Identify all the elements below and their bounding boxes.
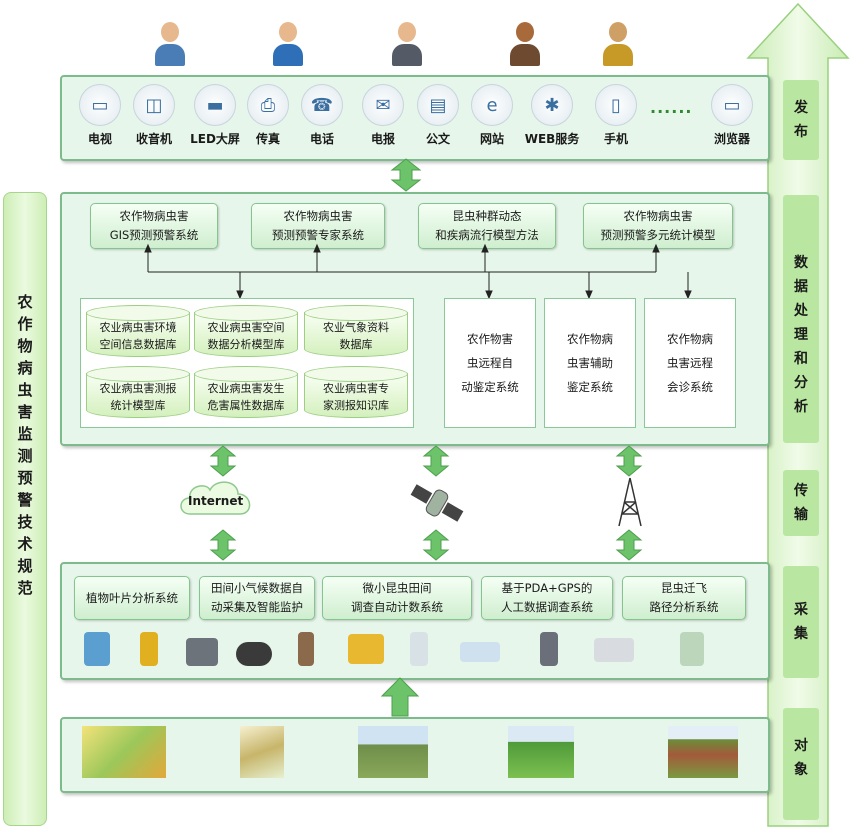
data-logger-device-icon (186, 638, 218, 666)
db-expert-knowledge: 农业病虫害专家测报知识库 (304, 366, 408, 418)
publish-panel (60, 75, 770, 161)
insect-counting-system: 微小昆虫田间调查自动计数系统 (322, 576, 472, 620)
radio-icon: ◫ (133, 84, 175, 126)
connector-lines (144, 243, 692, 299)
db-damage-attribute: 农业病虫害发生危害属性数据库 (194, 366, 298, 418)
media-phone: ☎电话 (296, 84, 348, 147)
db-meteorological: 农业气象资料数据库 (304, 305, 408, 357)
internet-label: Internet (188, 494, 244, 508)
network-icon: ✱ (531, 84, 573, 126)
transmission-arrows (209, 445, 643, 561)
weather-sensor-icon (236, 642, 272, 666)
left-banner-text: 农作物病虫害监测预警技术规范 (17, 293, 33, 597)
multivariate-statistical-model: 农作物病虫害预测预警多元统计模型 (583, 203, 733, 249)
probe-sensor-icon (348, 634, 384, 664)
wheat-ear-photo (240, 726, 284, 778)
user-avatar-3 (392, 22, 422, 66)
field-camera-icon (680, 632, 704, 666)
ie-browser-icon: e (471, 84, 513, 126)
migration-path-system: 昆虫迁飞路径分析系统 (622, 576, 746, 620)
media-led: ▬LED大屏 (189, 84, 241, 147)
insect-trap-icon (298, 632, 314, 666)
cloud-icon (180, 481, 251, 515)
analyzer-box-icon (594, 638, 634, 662)
assisted-identification-system: 农作物病虫害辅助鉴定系统 (544, 298, 636, 428)
left-banner: 农作物病虫害监测预警技术规范 (3, 192, 47, 826)
user-avatar-1 (155, 22, 185, 66)
telegraph-icon: ✉ (362, 84, 404, 126)
remote-consultation-system: 农作物病虫害远程会诊系统 (644, 298, 736, 428)
right-label-2: 数据处理和分析 (783, 195, 819, 443)
arrow-objects-to-collection (380, 677, 420, 717)
arrow-publish-analysis (390, 158, 422, 192)
rows-field-photo (668, 726, 738, 778)
mobile-phone-icon: ▯ (595, 84, 637, 126)
phone-icon: ☎ (301, 84, 343, 126)
field-survey-photo (358, 726, 428, 778)
document-icon: ▤ (417, 84, 459, 126)
media-telegraph: ✉电报 (357, 84, 409, 147)
media-ellipsis: ...... (650, 98, 693, 117)
leaf-analyzer-device-icon (84, 632, 110, 666)
gps-device-icon (140, 632, 158, 666)
user-avatar-4 (510, 22, 540, 66)
media-fax: ⎙传真 (242, 84, 294, 147)
media-tv: ▭电视 (74, 84, 126, 147)
media-browser: ▭浏览器 (706, 84, 758, 147)
monitor-icon: ▭ (711, 84, 753, 126)
crop-corn-photo (82, 726, 166, 778)
tv-icon: ▭ (79, 84, 121, 126)
fax-icon: ⎙ (247, 84, 289, 126)
pda-gps-survey-system: 基于PDA+GPS的人工数据调查系统 (481, 576, 613, 620)
satellite-icon (410, 484, 464, 522)
media-document: ▤公文 (412, 84, 464, 147)
lamp-trap-icon (410, 632, 428, 666)
media-web-service: ✱WEB服务 (522, 84, 582, 147)
right-label-3: 传输 (783, 470, 819, 536)
handheld-phone-icon (540, 632, 558, 666)
media-radio: ◫收音机 (128, 84, 180, 147)
user-avatar-5 (603, 22, 633, 66)
right-label-5: 对象 (783, 708, 819, 820)
right-label-4: 采集 (783, 566, 819, 678)
led-screen-icon: ▬ (194, 84, 236, 126)
microclimate-system: 田间小气候数据自动采集及智能监护 (199, 576, 315, 620)
db-statistical-model: 农业病虫害测报统计模型库 (86, 366, 190, 418)
leaf-analysis-system: 植物叶片分析系统 (74, 576, 190, 620)
green-field-photo (508, 726, 574, 778)
db-spatial-analysis-model: 农业病虫害空间数据分析模型库 (194, 305, 298, 357)
pda-device-icon (460, 642, 500, 662)
tower-icon (618, 477, 642, 527)
db-environment-spatial: 农业病虫害环境空间信息数据库 (86, 305, 190, 357)
remote-auto-identification-system: 农作物害虫远程自动鉴定系统 (444, 298, 536, 428)
right-label-1: 发布 (783, 80, 819, 160)
media-mobile: ▯手机 (590, 84, 642, 147)
user-avatar-2 (273, 22, 303, 66)
